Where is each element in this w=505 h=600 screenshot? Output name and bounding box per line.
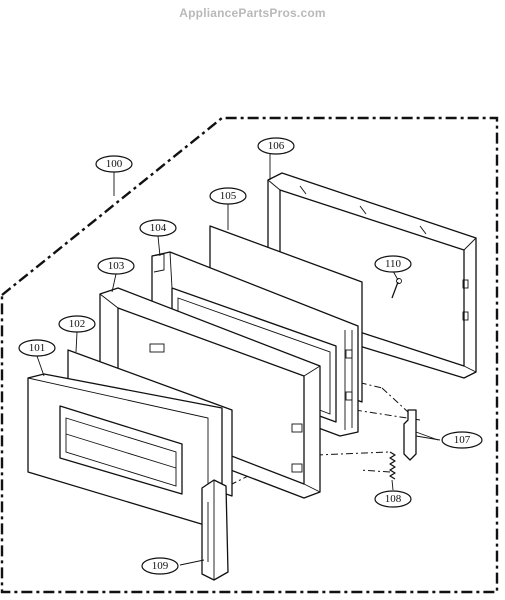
part-110-screw	[391, 278, 402, 299]
assembly-boundary	[0, 116, 499, 594]
part-107-latch-hook	[403, 409, 439, 461]
callout-label-107: 107	[454, 434, 471, 446]
callout-label-101: 101	[29, 342, 46, 354]
callout-101: 101	[18, 339, 56, 357]
callout-label-100: 100	[106, 158, 123, 170]
callout-108: 108	[374, 490, 412, 508]
callout-label-102: 102	[69, 318, 86, 330]
callout-label-108: 108	[385, 493, 402, 505]
watermark-text: AppliancePartsPros.com	[179, 6, 326, 20]
callout-label-105: 105	[220, 190, 237, 202]
callout-104: 104	[139, 219, 177, 237]
callout-103: 103	[97, 257, 135, 275]
callout-label-109: 109	[152, 560, 169, 572]
callout-107: 107	[441, 431, 483, 449]
callout-106: 106	[257, 137, 295, 155]
callout-100: 100	[95, 155, 133, 173]
callout-label-104: 104	[150, 222, 167, 234]
callout-label-110: 110	[385, 258, 402, 270]
leader-lines	[36, 154, 441, 566]
callout-109: 109	[141, 557, 179, 575]
part-109-door-handle	[201, 479, 229, 581]
callout-label-103: 103	[108, 260, 125, 272]
callout-105: 105	[209, 187, 247, 205]
part-108-spring	[389, 451, 396, 480]
callout-102: 102	[58, 315, 96, 333]
callout-label-106: 106	[268, 140, 285, 152]
callout-110: 110	[374, 255, 412, 273]
